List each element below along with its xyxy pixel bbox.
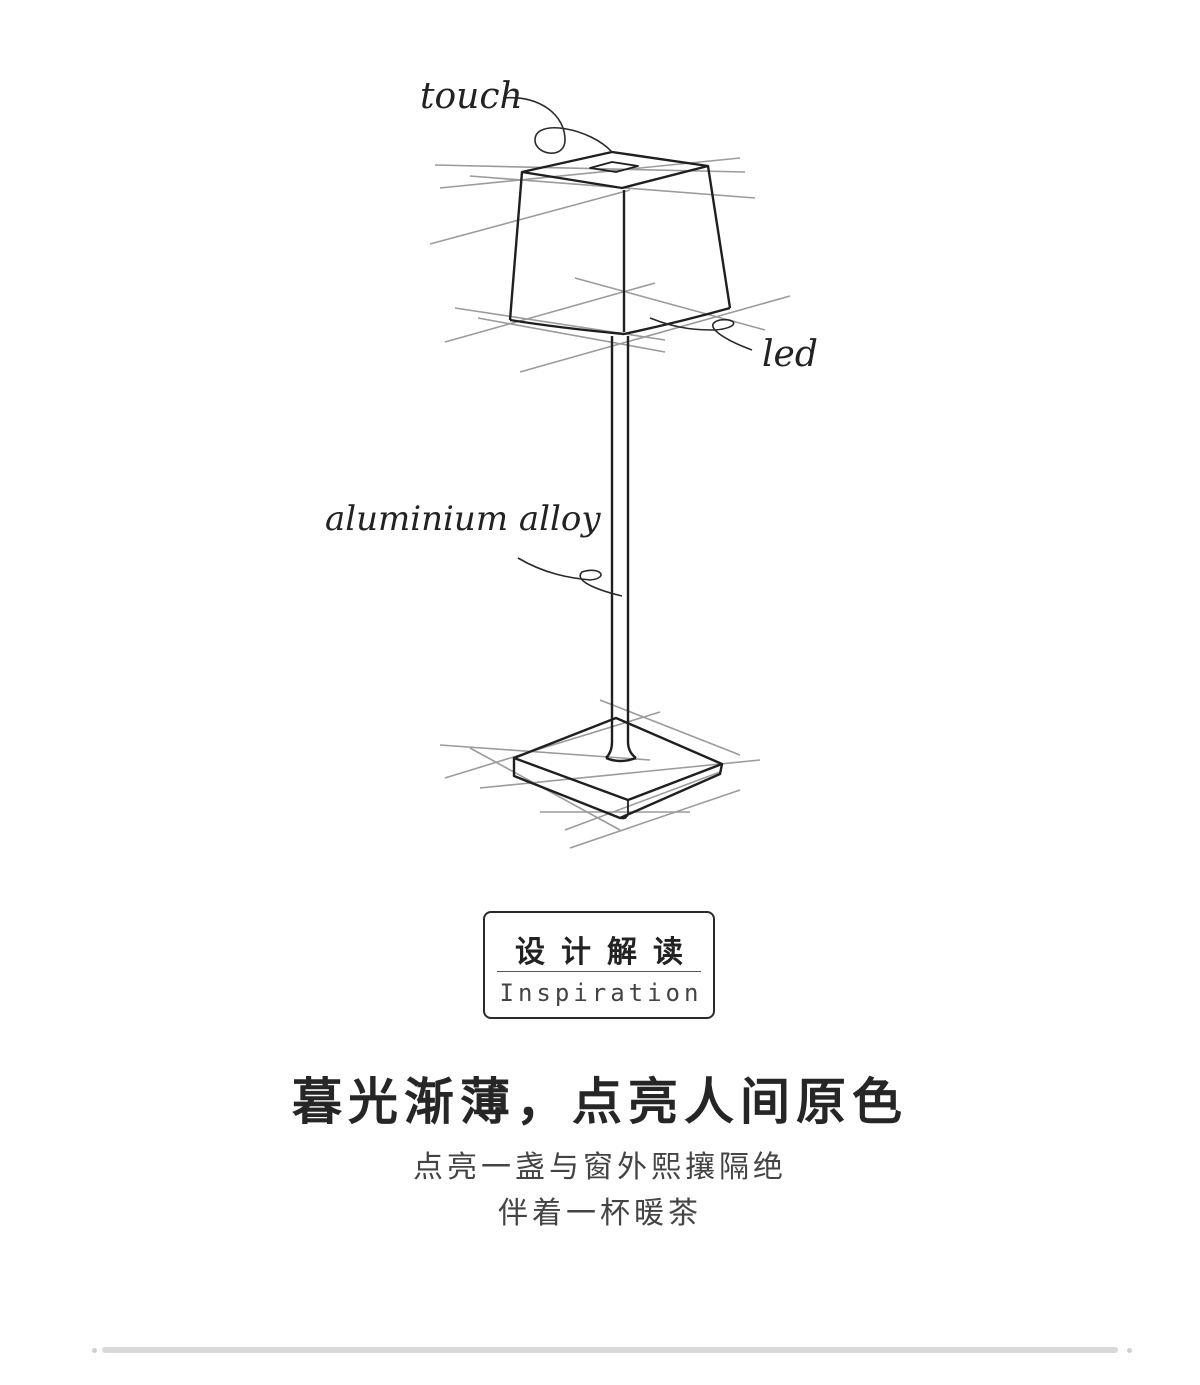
scroll-left-dot[interactable]	[92, 1348, 97, 1353]
lamp-outline	[508, 150, 732, 820]
subtitle-line: 伴着一杯暖茶	[498, 1196, 702, 1231]
badge-title-cn: 设计解读	[515, 935, 699, 970]
scrollbar-thumb[interactable]	[102, 1347, 1118, 1353]
section-badge: 设计解读 Inspiration	[483, 911, 715, 1019]
lamp-sketch-illustration: touch led aluminium alloy	[325, 76, 818, 849]
badge-title-en: Inspiration	[499, 979, 703, 1007]
label-aluminium-alloy: aluminium alloy	[325, 499, 601, 539]
label-touch: touch	[420, 76, 523, 117]
badge-divider	[497, 971, 701, 972]
annotation-leaders	[502, 96, 753, 597]
subtitle-line: 点亮一盏与窗外熙攘隔绝	[413, 1150, 787, 1185]
label-led: led	[762, 334, 818, 375]
scroll-right-dot[interactable]	[1127, 1348, 1132, 1353]
headline: 暮光渐薄，点亮人间原色	[292, 1073, 908, 1131]
horizontal-scrollbar[interactable]	[92, 1344, 1132, 1356]
